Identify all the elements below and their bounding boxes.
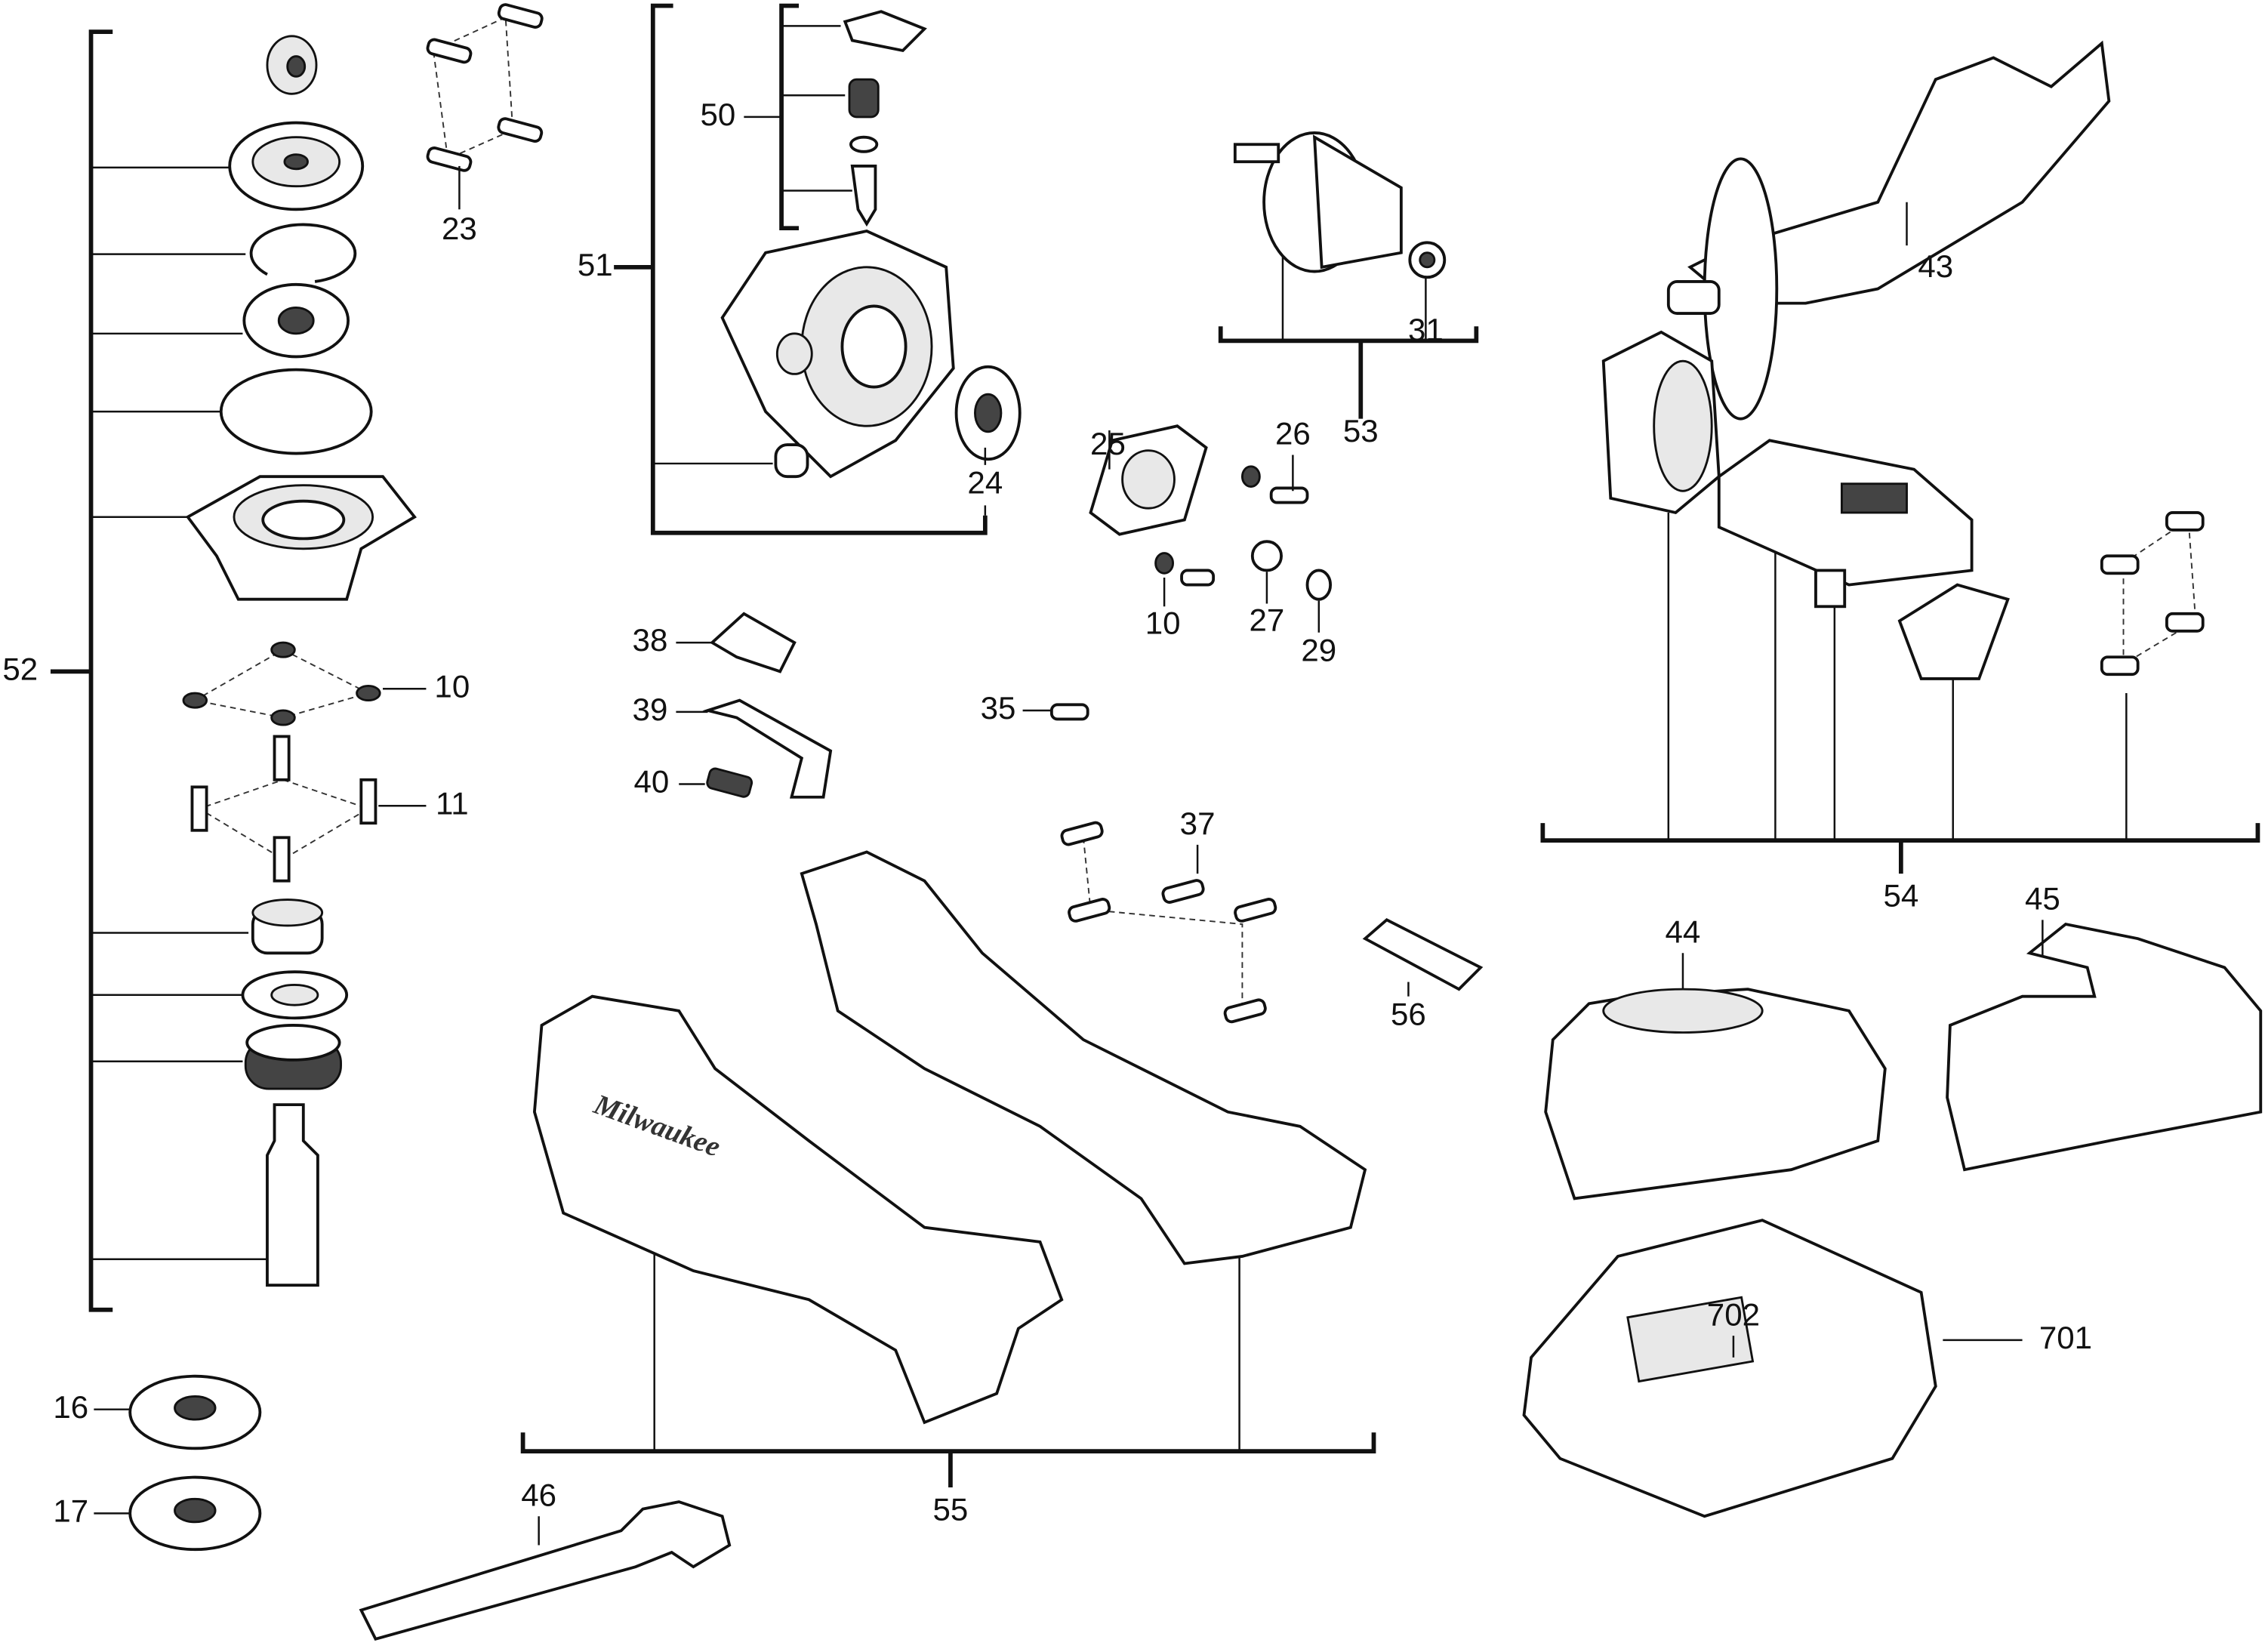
guards (1544, 920, 2263, 1200)
label-701: 701 (2039, 1320, 2092, 1355)
label-52: 52 (2, 651, 38, 686)
label-56: 56 (1391, 997, 1426, 1032)
motor-housing-55: Milwaukee (532, 850, 1367, 1425)
label-35: 35 (981, 690, 1016, 726)
spindle-parts (185, 35, 417, 1287)
label-25: 25 (1090, 426, 1126, 461)
label-50: 50 (700, 97, 735, 132)
label-38: 38 (633, 622, 668, 658)
electronics-parts (1601, 330, 2205, 680)
label-54: 54 (1883, 878, 1918, 914)
side-handle-43 (1666, 40, 2111, 421)
label-plate-56 (1362, 918, 1484, 991)
label-10-b: 10 (1145, 605, 1181, 640)
label-27: 27 (1250, 602, 1285, 637)
carry-case (1522, 1219, 2023, 1518)
label-702: 702 (1707, 1296, 1760, 1332)
label-10-a: 10 (434, 668, 470, 704)
label-53: 53 (1343, 413, 1379, 448)
label-55: 55 (933, 1492, 969, 1527)
bracket-54 (1540, 512, 2260, 874)
label-16: 16 (53, 1389, 88, 1425)
bracket-51 (614, 3, 988, 535)
bracket-55 (520, 1234, 1376, 1487)
screws-23 (426, 3, 544, 210)
label-40: 40 (633, 764, 669, 800)
label-45: 45 (2025, 881, 2060, 917)
gear-housing-parts (720, 10, 1022, 479)
label-37: 37 (1180, 806, 1216, 841)
switch-parts (676, 612, 1089, 799)
label-23: 23 (442, 211, 477, 246)
flange-nuts-wrench (94, 1374, 732, 1641)
armature-parts (1233, 131, 1447, 279)
label-26: 26 (1275, 416, 1311, 452)
bracket-50 (744, 3, 852, 231)
label-51: 51 (578, 247, 613, 282)
label-24: 24 (967, 465, 1003, 501)
label-44: 44 (1666, 914, 1701, 950)
bracket-53 (1218, 216, 1479, 419)
washers-10-screws-11 (182, 641, 427, 883)
screws-37 (1060, 821, 1277, 1024)
label-11: 11 (436, 785, 469, 821)
bracket-52 (50, 29, 267, 1312)
label-31: 31 (1408, 312, 1444, 347)
label-43: 43 (1918, 248, 1953, 284)
label-29: 29 (1301, 633, 1336, 668)
label-39: 39 (633, 692, 668, 727)
label-17: 17 (53, 1493, 88, 1529)
small-parts-25-29 (1089, 424, 1333, 633)
label-46: 46 (521, 1477, 556, 1512)
